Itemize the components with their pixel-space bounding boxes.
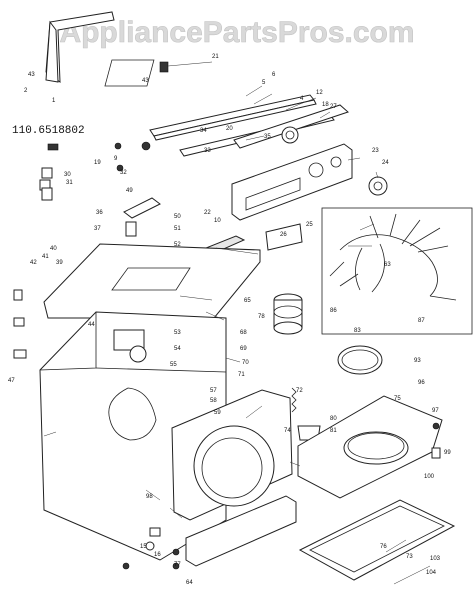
callout-35: 35 [264,134,271,140]
callout-15: 15 [140,544,147,550]
console-rail-lower [179,104,349,157]
top-cover [43,243,261,319]
callout-20: 20 [226,126,233,132]
callout-43: 43 [28,72,35,78]
callout-75: 75 [394,396,401,402]
callout-50: 50 [174,214,181,220]
callout-41: 41 [42,254,49,260]
callout-55: 55 [170,362,177,368]
callout-100: 100 [424,474,435,480]
switch-bracket [104,59,169,87]
callout-24: 24 [382,160,389,166]
callout-39: 39 [56,260,63,266]
callout-80: 80 [330,416,337,422]
callout-87: 87 [418,318,425,324]
callout-1: 1 [52,98,56,104]
wire-harness-box [321,207,473,335]
control-knob [368,176,388,196]
callout-52: 52 [174,242,181,248]
callout-72: 72 [296,388,303,394]
callout-86: 86 [330,308,337,314]
console-rail-upper [149,94,317,141]
callout-93: 93 [414,358,421,364]
callout-9: 9 [114,156,118,162]
callout-104: 104 [426,570,437,576]
callout-19: 19 [94,160,101,166]
door-spring [291,387,297,413]
callout-25: 25 [306,222,313,228]
callout-12: 12 [316,90,323,96]
callout-103: 103 [430,556,441,562]
callout-59: 59 [214,410,221,416]
callout-77: 77 [174,562,181,568]
kick-plate [185,495,297,567]
callout-40: 40 [50,246,57,252]
callout-36: 36 [96,210,103,216]
callout-4: 4 [300,96,304,102]
leader-lines [43,61,431,585]
callout-43: 43 [142,78,149,84]
callout-68: 68 [240,330,247,336]
callout-63: 63 [384,262,391,268]
callout-71: 71 [238,372,245,378]
small-hardware-left [39,141,151,201]
callout-30: 30 [64,172,71,178]
timer-assembly [281,126,299,144]
callout-83: 83 [354,328,361,334]
callout-51: 51 [174,226,181,232]
callout-70: 70 [242,360,249,366]
callout-74: 74 [284,428,291,434]
callout-2: 2 [24,88,28,94]
small-hardware-bottom [13,289,180,570]
callout-5: 5 [262,80,266,86]
callout-96: 96 [418,380,425,386]
callout-49: 49 [126,188,133,194]
callout-42: 42 [30,260,37,266]
callout-44: 44 [88,322,95,328]
callout-69: 69 [240,346,247,352]
callout-22: 22 [204,210,211,216]
drive-belt [337,345,383,375]
callout-18: 18 [322,102,329,108]
callout-34: 34 [200,128,207,134]
callout-10: 10 [214,218,221,224]
callout-23: 23 [372,148,379,154]
model-number: 110.6518802 [12,125,85,137]
water-inlet-bracket [123,197,161,237]
callout-53: 53 [174,330,181,336]
callout-21: 21 [212,54,219,60]
lid-gasket [298,499,456,581]
callout-47: 47 [8,378,15,384]
callout-54: 54 [174,346,181,352]
callout-labels: 43 2 1 21 43 5 6 4 12 18 27 20 34 35 9 1… [8,54,451,586]
callout-98: 98 [146,494,153,500]
callout-57: 57 [210,388,217,394]
control-panel [231,143,353,221]
callout-31: 31 [66,180,73,186]
callout-58: 58 [210,398,217,404]
callout-32: 32 [120,170,127,176]
lid [297,395,443,499]
terminal-block [265,223,303,251]
callout-99: 99 [444,450,451,456]
console-end-cap [45,11,115,83]
callout-16: 16 [154,552,161,558]
callout-78: 78 [258,314,265,320]
callout-26: 26 [280,232,287,238]
watermark-text: AppliancePartsPros.com [59,16,414,49]
callout-27: 27 [330,104,337,110]
callout-33: 33 [204,148,211,154]
callout-65: 65 [244,298,251,304]
callout-97: 97 [432,408,439,414]
callout-6: 6 [272,72,276,78]
callout-76: 76 [380,544,387,550]
callout-81: 81 [330,428,337,434]
front-panel [171,389,293,521]
callout-73: 73 [406,554,413,560]
pump-assembly [273,293,303,335]
callout-64: 64 [186,580,193,586]
callout-37: 37 [94,226,101,232]
